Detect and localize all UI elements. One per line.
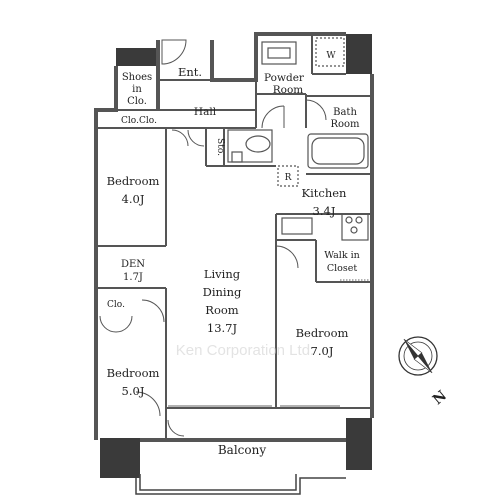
door-swings (99, 39, 327, 437)
kitchen-sink (281, 217, 313, 235)
stove-burner (345, 216, 353, 224)
label-living-3: Room (205, 303, 239, 317)
watermark: Ken Corporation Ltd. (176, 342, 314, 359)
refrigerator-space (277, 165, 299, 187)
compass-north-label: N (430, 388, 450, 409)
label-washer: W (326, 51, 336, 61)
label-kitchen: Kitchen (302, 186, 348, 200)
window-lines (168, 279, 370, 407)
label-walk-in-closet-2: Closet (327, 263, 358, 274)
size-bedroom-south: 5.0J (122, 384, 145, 398)
outer-walls (94, 32, 374, 442)
label-shoes-closet-1: Shoes (122, 72, 152, 83)
label-closet-a: Clo. (121, 116, 139, 126)
size-living: 13.7J (207, 321, 238, 335)
toilet-room (227, 129, 273, 163)
size-bedroom-north: 4.0J (122, 192, 145, 206)
fixtures (227, 37, 369, 241)
label-den: DEN (121, 259, 145, 270)
washer-space (315, 37, 345, 67)
size-kitchen: 3.4J (313, 204, 336, 218)
label-living-2: Dining (203, 285, 242, 299)
label-entrance: Ent. (178, 65, 202, 79)
compass-icon: N (398, 336, 450, 409)
label-balcony: Balcony (218, 443, 266, 457)
toilet-icon (245, 135, 271, 153)
size-bedroom-east: 7.0J (311, 344, 334, 358)
label-walk-in-closet-1: Walk in (324, 250, 360, 261)
structural-columns (100, 34, 372, 478)
label-bath-room-2: Room (330, 119, 360, 130)
label-shoes-closet-3: Clo. (127, 96, 147, 107)
label-closet-c: Clo. (107, 300, 125, 310)
interior-walls (96, 34, 372, 440)
room-labels: Ent. Shoes in Clo. Powder Room W Hall Cl… (107, 51, 360, 457)
label-bedroom-east: Bedroom (296, 326, 349, 340)
label-powder-room-2: Room (273, 84, 304, 96)
label-powder-room-1: Powder (264, 72, 305, 84)
size-den: 1.7J (123, 272, 143, 283)
label-storage: Sto. (215, 138, 225, 156)
label-bedroom-north: Bedroom (107, 174, 160, 188)
balcony-railing (135, 474, 346, 495)
label-closet-b: Clo. (139, 116, 157, 126)
label-hall: Hall (194, 106, 217, 118)
label-bedroom-south: Bedroom (107, 366, 160, 380)
label-refrigerator: R (285, 173, 292, 183)
bathtub (307, 133, 369, 169)
label-shoes-closet-2: in (132, 84, 142, 95)
label-bath-room-1: Bath (333, 107, 357, 118)
label-living-1: Living (204, 267, 241, 281)
powder-sink (261, 41, 297, 65)
